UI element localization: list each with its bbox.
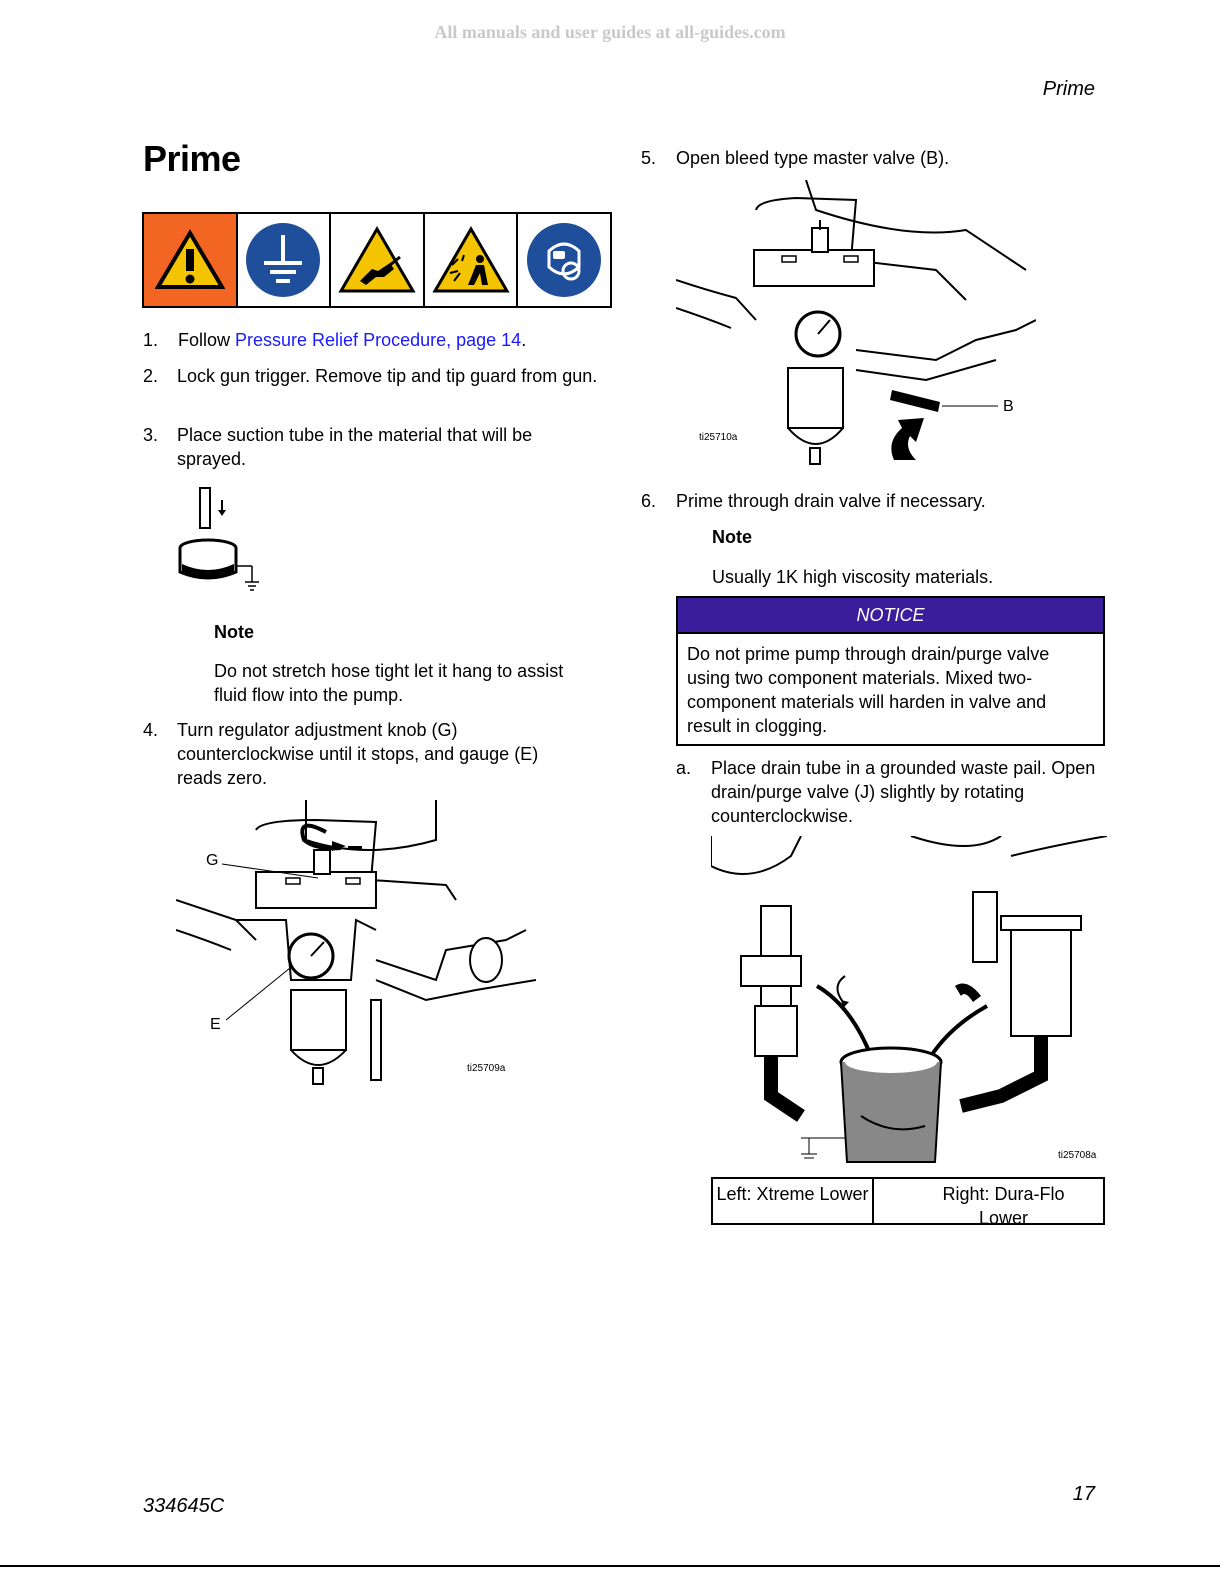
- step-text: Open bleed type master valve (B).: [676, 148, 950, 168]
- step-number: 2.: [143, 366, 159, 386]
- notice-box: NOTICE Do not prime pump through drain/p…: [676, 596, 1105, 746]
- note-text: Usually 1K high viscosity materials.: [712, 567, 994, 587]
- substep-a: a. Place drain tube in a grounded waste …: [676, 756, 1106, 828]
- drain-pail-figure: [711, 836, 1107, 1166]
- step-3: 3. Place suction tube in the material th…: [143, 423, 583, 471]
- suction-tube-illustration: [176, 486, 266, 596]
- note-heading: Note: [712, 527, 752, 547]
- pressure-relief-link[interactable]: Pressure Relief Procedure, page 14: [235, 330, 522, 350]
- step-6: 6. Prime through drain valve if necessar…: [641, 489, 1091, 513]
- caption-right: Right: Dura-Flo Lower: [942, 1184, 1065, 1228]
- step-number: a.: [676, 758, 692, 778]
- step-number: 4.: [143, 720, 159, 740]
- step-4: 4. Turn regulator adjustment knob (G) co…: [143, 718, 563, 790]
- step-text-end: .: [521, 330, 527, 350]
- note-text: Do not stretch hose tight let it hang to…: [214, 661, 564, 705]
- notice-heading: NOTICE: [678, 598, 1103, 634]
- step-5: 5. Open bleed type master valve (B).: [641, 146, 1091, 170]
- callout-b: B: [1003, 398, 1014, 415]
- note-heading: Note: [214, 622, 254, 642]
- callout-g: G: [206, 852, 219, 869]
- regulator-figure: [176, 800, 536, 1100]
- running-head: Prime: [1042, 78, 1095, 100]
- page-title: Prime: [143, 138, 241, 179]
- step-2: 2. Lock gun trigger. Remove tip and tip …: [143, 364, 603, 388]
- master-valve-figure: [676, 180, 1036, 470]
- protective-equipment-icon: [518, 214, 610, 306]
- caption-left: Left: Xtreme Lower: [713, 1179, 874, 1223]
- figure-id: ti25709a: [467, 1063, 506, 1074]
- splash-hazard-icon: [425, 214, 519, 306]
- page-bottom-rule: [0, 1565, 1220, 1567]
- lower-caption-table: Left: Xtreme Lower Right: Dura-Flo Lower: [711, 1177, 1105, 1228]
- step-text: Place suction tube in the material that …: [177, 425, 533, 469]
- step-1: 1. Follow Pressure Relief Procedure, pag…: [143, 328, 603, 352]
- step-text: Place drain tube in a grounded waste pai…: [711, 758, 1096, 826]
- step-text: Lock gun trigger. Remove tip and tip gua…: [177, 366, 598, 386]
- figure-id: ti25710a: [699, 432, 738, 443]
- step-text: Turn regulator adjustment knob (G) count…: [177, 720, 539, 788]
- ground-icon: [238, 214, 332, 306]
- step-text: Follow: [178, 330, 236, 350]
- notice-text: Do not prime pump through drain/purge va…: [687, 644, 1050, 736]
- watermark: All manuals and user guides at all-guide…: [434, 22, 786, 42]
- step-number: 3.: [143, 425, 159, 445]
- doc-number: 334645C: [143, 1495, 225, 1517]
- warning-triangle-icon: [144, 214, 238, 306]
- figure-id: ti25708a: [1058, 1150, 1097, 1161]
- callout-e: E: [210, 1016, 221, 1033]
- step-number: 6.: [641, 491, 657, 511]
- step-number: 1.: [143, 330, 159, 350]
- step-text: Prime through drain valve if necessary.: [676, 491, 986, 511]
- page-number: 17: [1072, 1483, 1095, 1505]
- step-number: 5.: [641, 148, 657, 168]
- hazard-symbols-row: [142, 212, 612, 308]
- injection-hazard-icon: [331, 214, 425, 306]
